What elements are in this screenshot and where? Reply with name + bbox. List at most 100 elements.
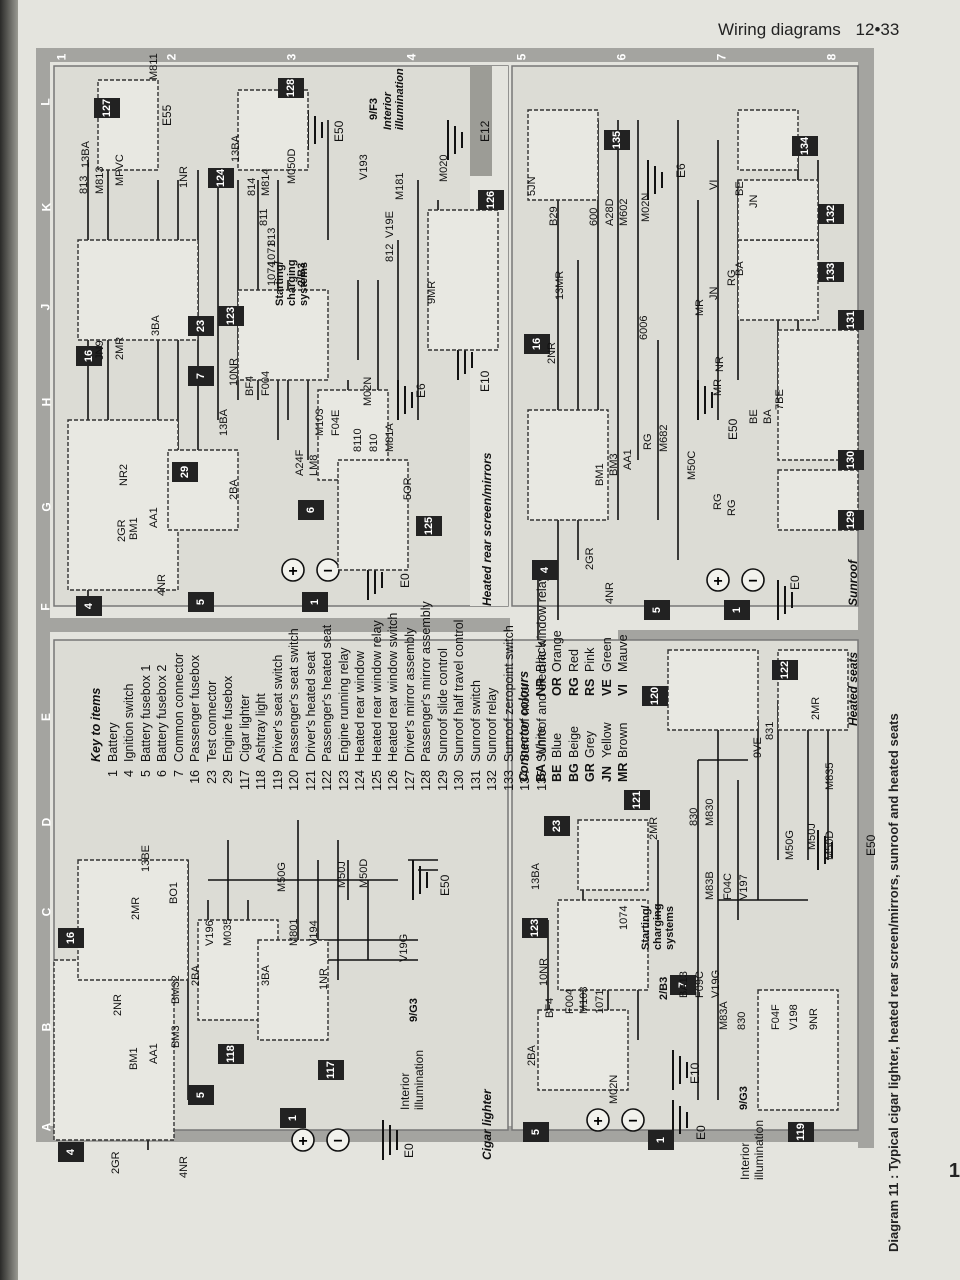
wire-label: 813 — [78, 175, 90, 194]
svg-text:−: − — [323, 563, 332, 580]
interior-illumination-label: Interior illumination — [382, 68, 406, 130]
wire-label: BM1 — [594, 463, 606, 486]
component-16: 16 — [58, 928, 84, 948]
wire-label: 13BA — [80, 141, 92, 168]
grid-number-4: 4 — [404, 53, 419, 61]
panel-title-heated-rear: Heated rear screen/mirrors — [480, 452, 494, 606]
wire-label: BM3 — [608, 453, 620, 476]
grid-letter-c: C — [39, 907, 54, 917]
key-item: 29Engine fusebox — [221, 675, 235, 784]
wire-label: M801 — [288, 918, 300, 946]
wire-label: E0 — [788, 575, 802, 590]
wire-label: V19G — [710, 969, 722, 998]
wire-label: 812 — [384, 243, 396, 262]
component-23b: 23 — [188, 316, 214, 336]
wire-label: M830 — [704, 798, 716, 826]
book-binding — [0, 0, 18, 1280]
colour-row: MRBrownVIMauve — [616, 634, 630, 782]
wire-label: M81A — [384, 423, 396, 452]
component-4: 4 — [58, 1142, 84, 1162]
wire-label: 3BA — [150, 315, 162, 336]
grid-letter-b: B — [39, 1022, 54, 1032]
wire-label: BA — [762, 409, 774, 424]
wire-label: V193 — [358, 154, 370, 180]
panel-title-cigar-lighter: Cigar lighter — [480, 1089, 494, 1160]
wire-label: LM8 — [308, 454, 320, 476]
wire-label: 814 — [246, 177, 258, 196]
wire-label: E6 — [414, 383, 428, 398]
wire-label: M50J — [806, 823, 818, 850]
wire-label: M035 — [222, 918, 234, 946]
wire-label: 1071 — [594, 989, 606, 1014]
component-124: 124 — [208, 168, 234, 188]
wire-label: 13BA — [218, 409, 230, 436]
grid-number-6: 6 — [614, 53, 629, 61]
svg-text:−: − — [628, 1113, 637, 1130]
wire-label: 2GR — [110, 1151, 122, 1174]
wire-label: 810 — [368, 433, 380, 452]
grid-number-2: 2 — [164, 53, 179, 61]
grid-number-3: 3 — [284, 53, 299, 61]
wire-label: 3BA — [260, 965, 272, 986]
component-128: 128 — [278, 78, 304, 98]
component-4c: 4 — [532, 560, 558, 580]
component-129: 129 — [838, 510, 864, 530]
wire-label: 9MR — [426, 280, 438, 304]
wire-label: 10NR — [228, 357, 240, 386]
component-120: 120 — [642, 686, 668, 706]
component-6: 6 — [298, 500, 324, 520]
svg-text:+: + — [288, 563, 297, 580]
svg-text:−: − — [748, 573, 757, 590]
key-item: 6Battery fusebox 2 — [155, 664, 169, 777]
wire-label: 1074 — [618, 905, 630, 930]
component-134: 134 — [792, 136, 818, 156]
connector-colours: Connector colours BAWhiteNRBlack BEBlueO… — [516, 610, 632, 782]
svg-text:−: − — [333, 1133, 342, 1150]
wire-label: F04C — [722, 873, 734, 900]
wire-label: V194 — [308, 920, 320, 946]
component-16c: 16 — [524, 334, 550, 354]
wire-label: E10 — [688, 1062, 702, 1084]
component-117: 117 — [318, 1060, 344, 1080]
component-23: 23 — [544, 816, 570, 836]
wire-label: NR — [714, 356, 726, 372]
interior-illumination-label: Interior illumination — [398, 1049, 426, 1110]
key-item: 123Engine running relay — [336, 647, 351, 791]
wire-label: BO1 — [168, 881, 180, 904]
component-126: 126 — [478, 190, 504, 210]
wire-label: V198 — [788, 1004, 800, 1030]
wire-label: JN — [748, 194, 760, 208]
wire-label: 7BE — [774, 389, 786, 410]
wire-label: VI — [708, 179, 720, 190]
wire-label: E50 — [438, 874, 452, 896]
wire-label: 13BE — [140, 845, 152, 872]
header-title: Wiring diagrams — [718, 20, 841, 39]
wire-label: MR — [694, 298, 706, 316]
wire-label: V197 — [738, 874, 750, 900]
diagram-caption: Diagram 11 : Typical cigar lighter, heat… — [886, 713, 901, 1252]
wire-label: 4NR — [604, 581, 616, 604]
component-5b: 5 — [523, 1122, 549, 1142]
colour-row: BEBlueOROrange — [550, 630, 564, 782]
wire-label: M83B — [704, 871, 716, 900]
wire-label: BF4 — [244, 375, 256, 396]
wire-label: M813 — [94, 166, 106, 194]
ref-label: 9/F3 — [368, 97, 380, 120]
wire-label: BM3 — [170, 1025, 182, 1048]
key-item: 119Driver's seat switch — [270, 654, 285, 790]
key-item: 120Passenger's seat switch — [287, 628, 301, 791]
wire-label: 5OR — [402, 477, 414, 500]
key-item: 4Ignition switch — [122, 683, 136, 777]
wire-label: E0 — [398, 573, 412, 588]
wire-label: RG — [726, 499, 738, 517]
component-29: 29 — [172, 462, 198, 482]
svg-text:+: + — [298, 1133, 307, 1150]
wire-label: RG — [712, 493, 724, 511]
wire-label: 2NR — [112, 993, 124, 1016]
wire-label: AA1 — [148, 1043, 160, 1064]
wire-label: V196 — [204, 920, 216, 946]
wire-label: M602 — [618, 198, 630, 226]
manual-page: Wiring diagrams 12•33 — [18, 0, 960, 1280]
wire-label: M811 — [148, 53, 160, 80]
wire-label: RG — [642, 433, 654, 451]
